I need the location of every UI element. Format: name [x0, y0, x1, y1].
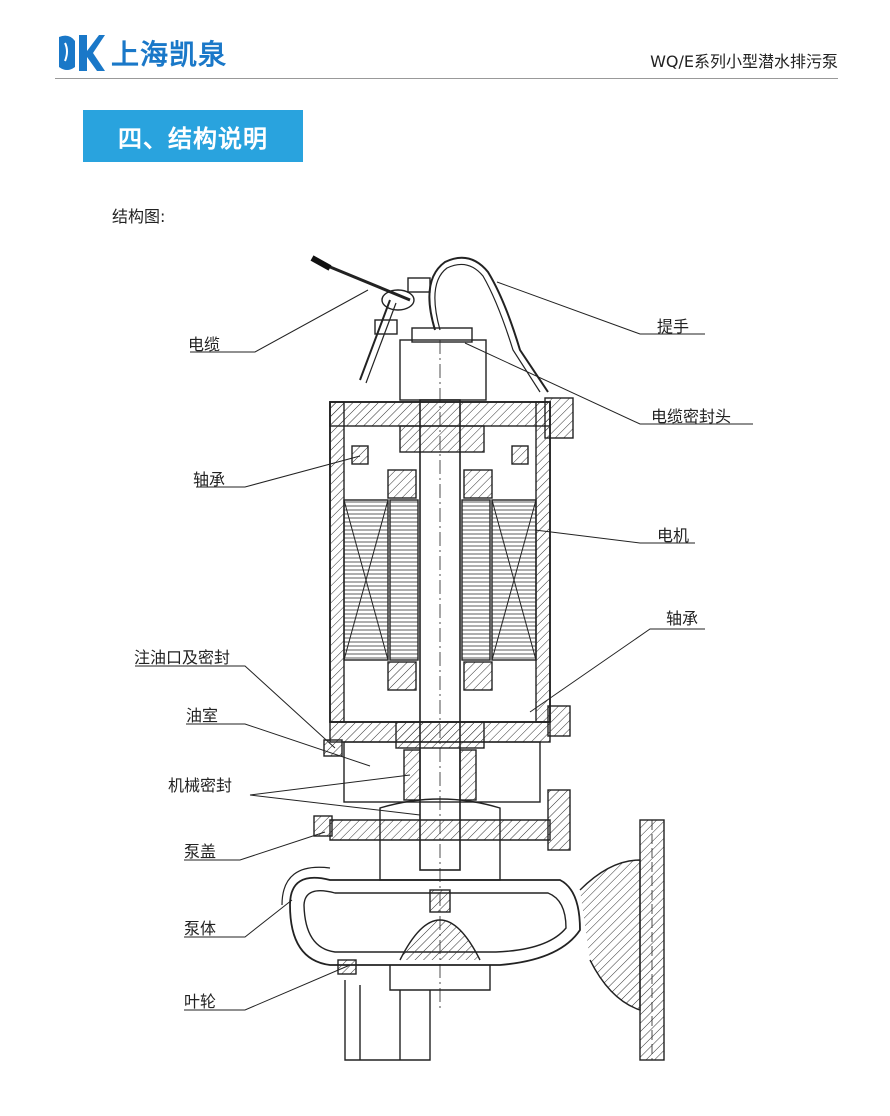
bearing-bottom-leader — [529, 628, 705, 713]
label-pump-cover: 泵盖 — [184, 842, 217, 861]
label-oil-chamber: 油室 — [186, 706, 219, 725]
kaiquan-logo-icon — [59, 35, 105, 71]
impeller — [399, 919, 481, 961]
impeller-leader — [184, 964, 351, 1011]
pump-cover — [329, 819, 551, 841]
motor-leader — [534, 529, 695, 544]
label-impeller: 叶轮 — [184, 992, 217, 1011]
label-handle: 提手 — [657, 317, 690, 336]
label-motor: 电机 — [657, 526, 690, 545]
figure-caption: 结构图: — [112, 207, 166, 226]
oil-port-leader — [135, 665, 336, 749]
oil-chamber — [343, 741, 541, 803]
pump-body — [289, 876, 581, 966]
mech-seal-leader-a — [249, 774, 411, 796]
label-cable: 电缆 — [188, 335, 221, 354]
handle-part — [428, 256, 549, 393]
pump-cover-leader — [184, 831, 326, 861]
outlet-flange — [579, 859, 641, 1011]
cable-seal-head — [399, 339, 487, 401]
label-pump-body: 泵体 — [184, 919, 217, 938]
cable-part — [317, 260, 411, 302]
header-divider — [55, 78, 838, 79]
cable-leader — [190, 289, 369, 353]
bearing-top-leader — [196, 455, 361, 488]
pump-body-leader — [184, 899, 293, 938]
oil-chamber-leader — [186, 723, 371, 767]
rotor-right — [461, 499, 491, 661]
label-bearing-top: 轴承 — [193, 470, 226, 489]
brand-logo: 上海凯泉 — [55, 30, 227, 76]
label-oil-port-seal: 注油口及密封 — [134, 648, 231, 667]
pump-foot — [344, 980, 431, 1061]
product-title: WQ/E系列小型潜水排污泵 — [650, 52, 838, 71]
rotor-left — [389, 499, 419, 661]
top-bearing — [399, 425, 485, 453]
cable-seal-head-leader — [464, 342, 753, 425]
label-cable-seal-head: 电缆密封头 — [651, 407, 732, 426]
brand-name: 上海凯泉 — [111, 38, 228, 71]
label-bearing-bottom: 轴承 — [666, 609, 699, 628]
label-mech-seal: 机械密封 — [168, 776, 233, 795]
section-title: 四、结构说明 — [83, 110, 303, 162]
mech-seal-leader-b — [249, 794, 421, 816]
handle-leader — [496, 281, 705, 335]
